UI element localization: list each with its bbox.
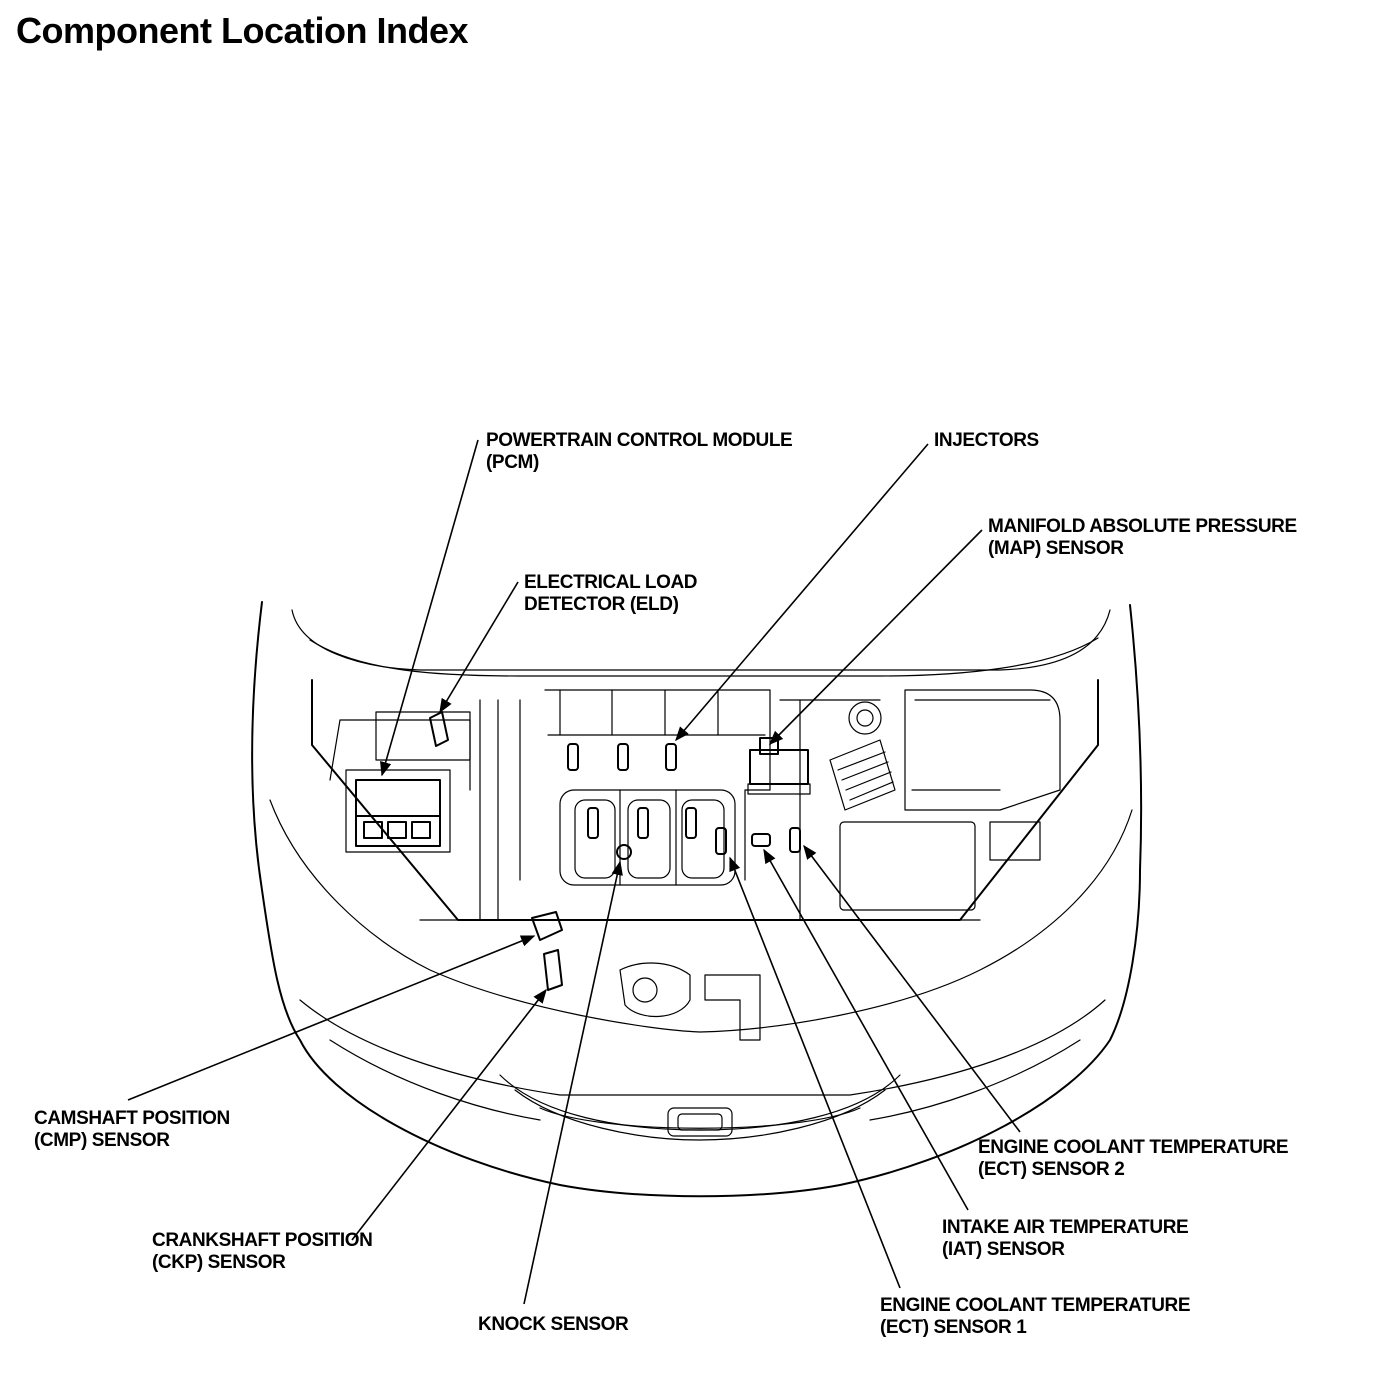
label-ect1-line2: (ECT) SENSOR 1 xyxy=(880,1317,1027,1338)
label-map-line2: (MAP) SENSOR xyxy=(988,538,1124,559)
ect1-sensor-part xyxy=(715,827,727,855)
label-knock-line1: KNOCK SENSOR xyxy=(478,1314,629,1335)
leader-ect1 xyxy=(729,856,901,1289)
leader-map xyxy=(768,529,983,746)
leader-knock xyxy=(523,860,623,1305)
leader-lines xyxy=(127,439,1021,1305)
pcm-unit xyxy=(345,769,451,853)
leader-ect2 xyxy=(803,844,1021,1133)
iat-sensor-part xyxy=(751,833,771,847)
label-eld-line2: DETECTOR (ELD) xyxy=(524,594,679,615)
label-ckp-line1: CRANKSHAFT POSITION xyxy=(152,1230,373,1251)
page-title: Component Location Index xyxy=(16,10,469,51)
ckp-sensor-part xyxy=(543,949,563,991)
label-ect1: ENGINE COOLANT TEMPERATURE (ECT) SENSOR … xyxy=(880,1295,1191,1339)
label-injectors: INJECTORS xyxy=(934,430,1039,452)
leader-ckp xyxy=(351,988,547,1241)
label-injectors-line1: INJECTORS xyxy=(934,430,1039,451)
leader-pcm xyxy=(380,439,479,777)
label-ect2-line2: (ECT) SENSOR 2 xyxy=(978,1159,1125,1180)
label-cmp-line1: CAMSHAFT POSITION xyxy=(34,1108,230,1129)
leader-injectors xyxy=(675,443,929,742)
ect2-sensor-part xyxy=(789,827,801,853)
map-sensor-part xyxy=(747,737,811,795)
label-iat-line2: (IAT) SENSOR xyxy=(942,1239,1065,1260)
label-pcm: POWERTRAIN CONTROL MODULE (PCM) xyxy=(486,430,793,474)
label-map: MANIFOLD ABSOLUTE PRESSURE (MAP) SENSOR xyxy=(988,516,1297,560)
eld-unit xyxy=(375,711,471,761)
label-iat-line1: INTAKE AIR TEMPERATURE xyxy=(942,1217,1189,1238)
injector-row-lower xyxy=(587,807,697,839)
label-ect2-line1: ENGINE COOLANT TEMPERATURE xyxy=(978,1137,1289,1158)
label-eld-line1: ELECTRICAL LOAD xyxy=(524,572,698,593)
label-ect2: ENGINE COOLANT TEMPERATURE (ECT) SENSOR … xyxy=(978,1137,1289,1181)
leader-eld xyxy=(439,581,519,714)
label-ect1-line1: ENGINE COOLANT TEMPERATURE xyxy=(880,1295,1191,1316)
leader-cmp xyxy=(127,935,536,1101)
injector-row-upper xyxy=(567,743,677,771)
cmp-sensor-part xyxy=(531,911,563,941)
vehicle-body xyxy=(251,601,1143,1198)
label-iat: INTAKE AIR TEMPERATURE (IAT) SENSOR xyxy=(942,1217,1189,1261)
label-ckp-line2: (CKP) SENSOR xyxy=(152,1252,286,1273)
knock-sensor-part xyxy=(616,844,632,860)
label-cmp-line2: (CMP) SENSOR xyxy=(34,1130,170,1151)
engine-bay-internals xyxy=(329,689,1061,1041)
label-cmp: CAMSHAFT POSITION (CMP) SENSOR xyxy=(34,1108,230,1152)
label-pcm-line1: POWERTRAIN CONTROL MODULE xyxy=(486,430,793,451)
label-eld: ELECTRICAL LOAD DETECTOR (ELD) xyxy=(524,572,697,616)
label-map-line1: MANIFOLD ABSOLUTE PRESSURE xyxy=(988,516,1297,537)
leader-iat xyxy=(763,848,969,1211)
label-ckp: CRANKSHAFT POSITION (CKP) SENSOR xyxy=(152,1230,373,1274)
label-pcm-line2: (PCM) xyxy=(486,452,539,473)
label-knock: KNOCK SENSOR xyxy=(478,1314,629,1336)
